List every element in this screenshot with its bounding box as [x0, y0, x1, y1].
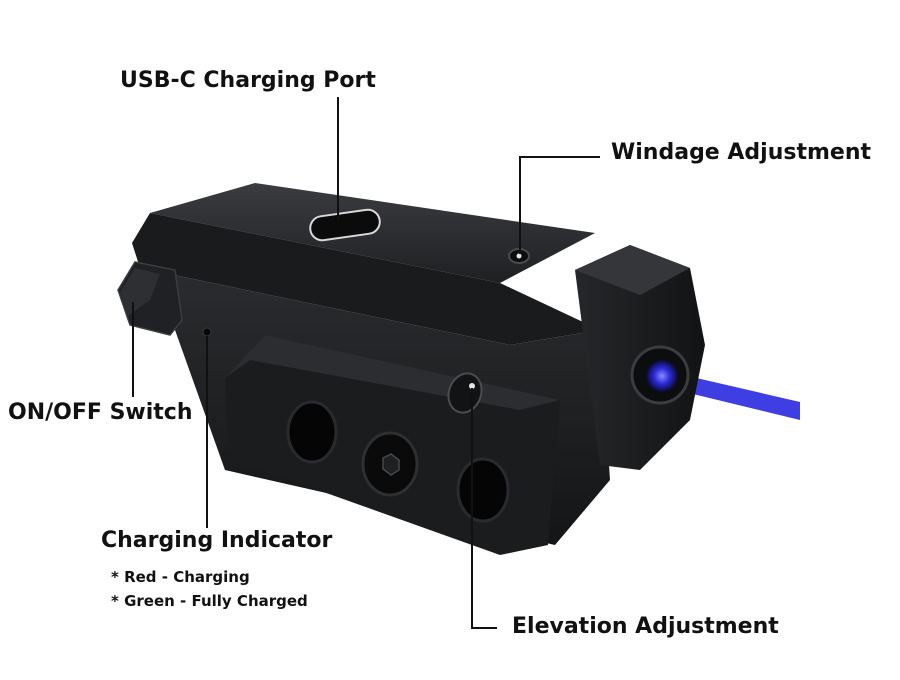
label-indicator-red: * Red - Charging [111, 568, 250, 586]
elevation-screw[interactable] [443, 369, 487, 418]
label-windage: Windage Adjustment [611, 140, 872, 165]
mount-hole-right [456, 457, 510, 523]
label-on-off-switch: ON/OFF Switch [8, 400, 193, 425]
windage-screw-center-icon [516, 253, 522, 259]
label-usb-c-port: USB-C Charging Port [120, 68, 376, 93]
leader-elevation [471, 388, 497, 629]
power-switch-face [120, 268, 160, 316]
rail-side [132, 213, 600, 345]
leader-windage [519, 156, 600, 254]
label-charging-indicator: Charging Indicator [101, 528, 333, 553]
charging-indicator-led [202, 327, 212, 337]
hex-screw-icon [382, 453, 400, 476]
usb-c-port[interactable] [309, 208, 382, 242]
label-elevation: Elevation Adjustment [512, 614, 779, 639]
emitter-top-ridge [575, 245, 690, 295]
lens-icon [646, 360, 678, 392]
elevation-screw-center-icon [469, 383, 475, 389]
leader-lines [132, 97, 600, 629]
mount-hole-left [286, 400, 338, 464]
label-indicator-green: * Green - Fully Charged [111, 592, 308, 610]
